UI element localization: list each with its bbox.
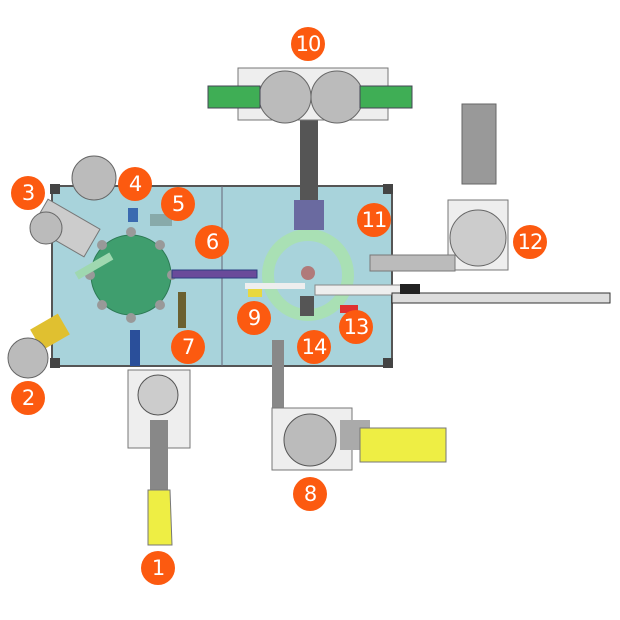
callout-7: 7 bbox=[171, 330, 205, 364]
feeder-8-yellow bbox=[359, 427, 447, 463]
bowl-feeder-10a bbox=[258, 70, 312, 124]
bowl-feeder-3 bbox=[29, 211, 63, 245]
bowl-feeder-4 bbox=[71, 155, 117, 201]
callout-12: 12 bbox=[513, 225, 547, 259]
callout-3: 3 bbox=[11, 176, 45, 210]
callout-5: 5 bbox=[161, 187, 195, 221]
callout-13: 13 bbox=[339, 310, 373, 344]
callout-4: 4 bbox=[118, 167, 152, 201]
bowl-feeder-1 bbox=[137, 374, 179, 416]
bowl-feeder-8 bbox=[283, 413, 337, 467]
callout-6: 6 bbox=[195, 225, 229, 259]
callout-1: 1 bbox=[141, 551, 175, 585]
bowl-feeder-2 bbox=[7, 337, 49, 379]
callout-2: 2 bbox=[11, 381, 45, 415]
callout-9: 9 bbox=[237, 301, 271, 335]
callout-8: 8 bbox=[293, 477, 327, 511]
callout-11: 11 bbox=[357, 203, 391, 237]
callout-10: 10 bbox=[291, 27, 325, 61]
bowl-feeder-10b bbox=[310, 70, 364, 124]
feeder-1-yellow bbox=[147, 489, 173, 546]
transfer-rail bbox=[171, 269, 258, 279]
callout-14: 14 bbox=[297, 330, 331, 364]
output-conveyor bbox=[391, 292, 611, 304]
bowl-feeder-12 bbox=[449, 209, 507, 267]
